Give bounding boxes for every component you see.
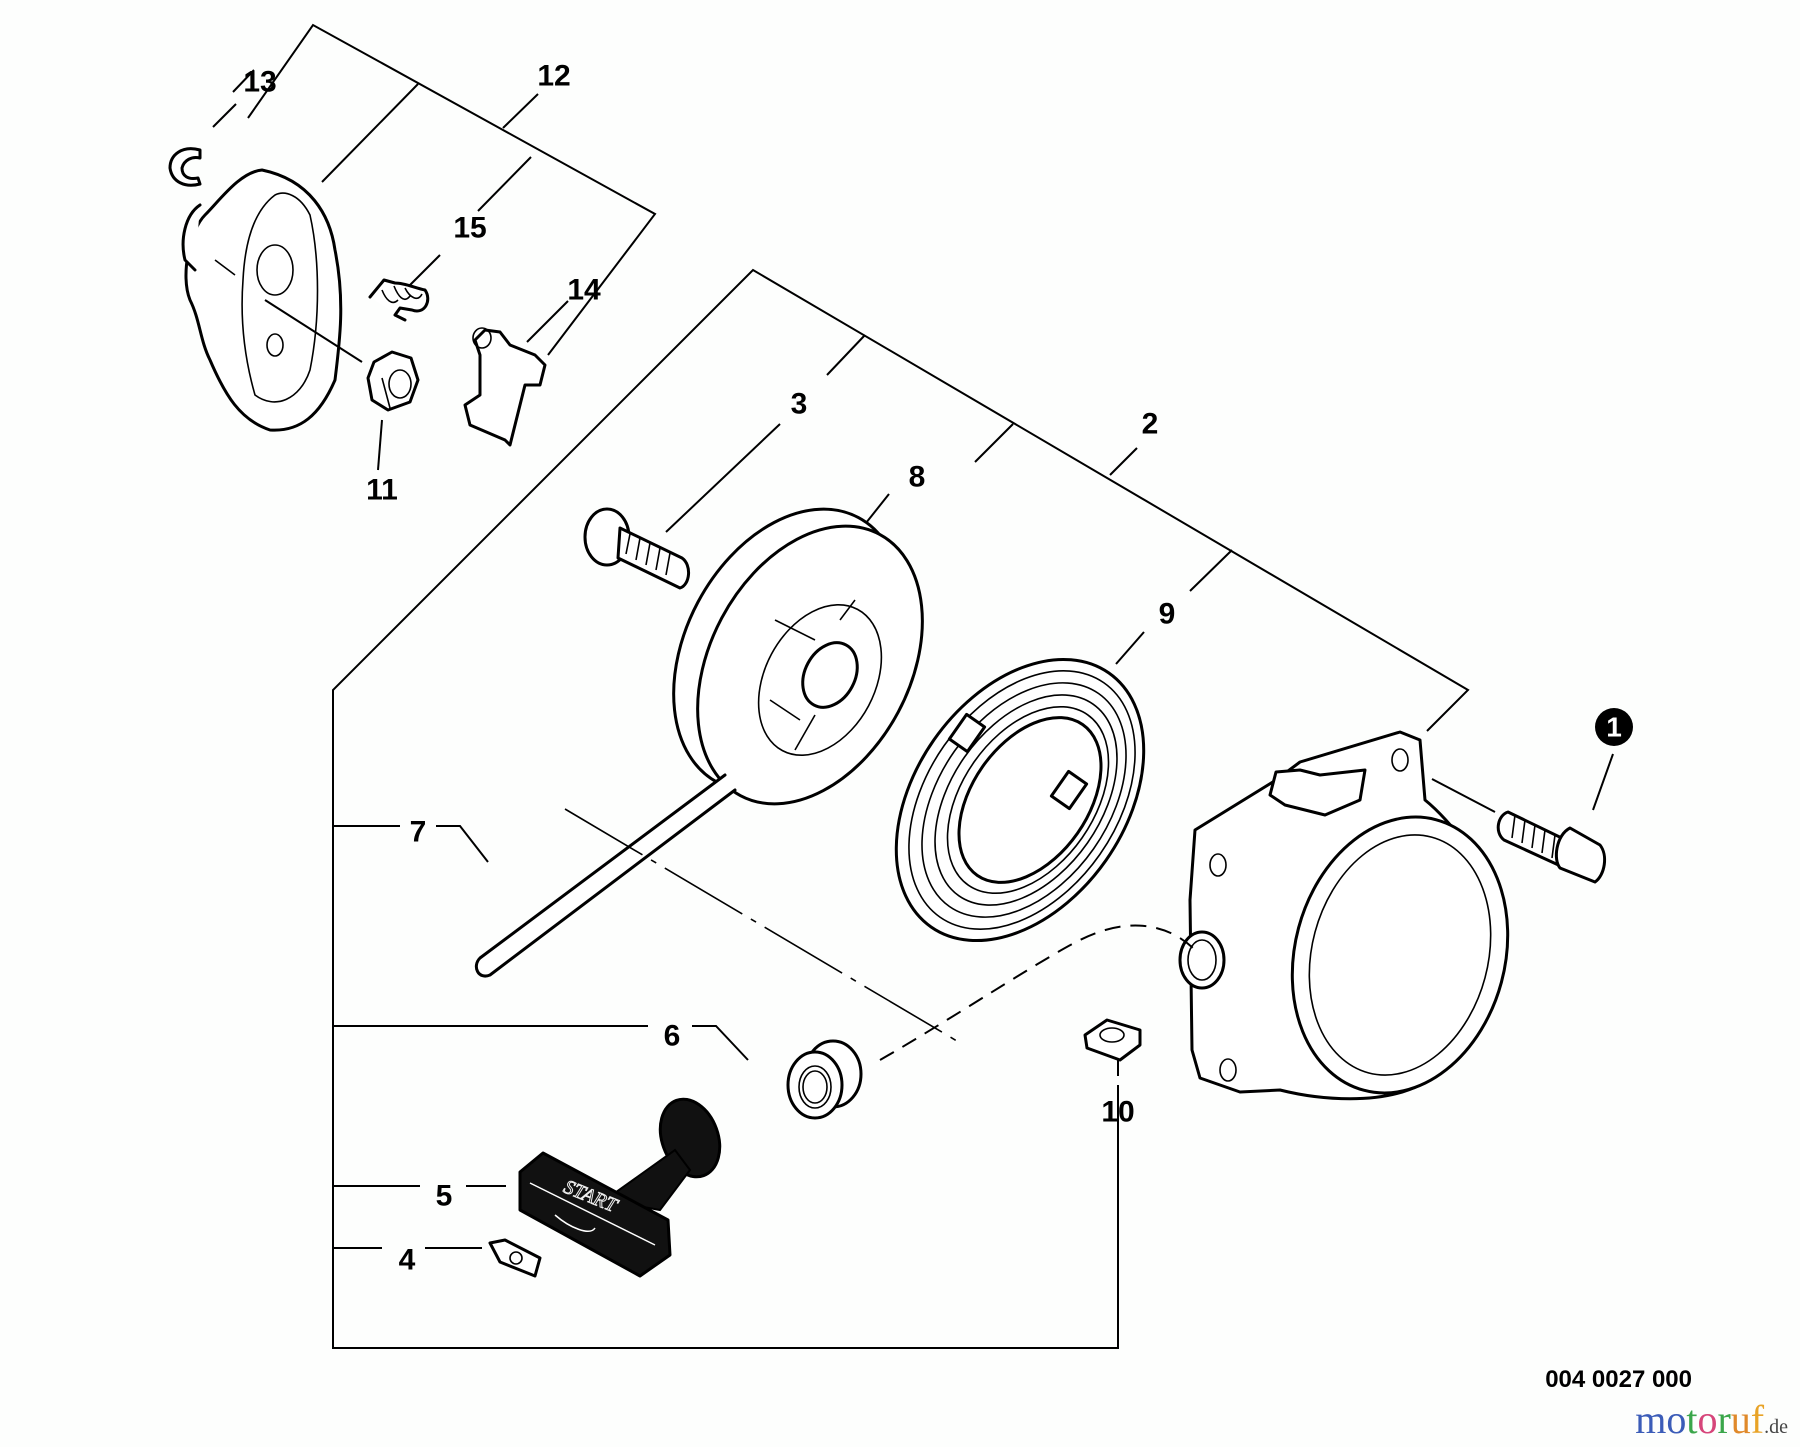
brand-letter: u xyxy=(1730,1397,1751,1442)
square-nut-part[interactable] xyxy=(1083,1018,1142,1062)
bracket-main xyxy=(332,268,1614,1349)
callout-1: 1 xyxy=(1606,712,1622,743)
brand-letter: f xyxy=(1750,1397,1765,1442)
callout-9: 9 xyxy=(1159,598,1176,631)
leader-11 xyxy=(377,419,383,471)
callout-4: 4 xyxy=(399,1244,416,1277)
spring-part[interactable] xyxy=(368,278,430,322)
e-clip-part[interactable] xyxy=(168,147,202,187)
leader-1 xyxy=(1592,753,1614,811)
callout-10: 10 xyxy=(1101,1096,1134,1129)
leader-3 xyxy=(665,423,781,533)
callout-2: 2 xyxy=(1142,408,1159,441)
leader-12 xyxy=(502,93,539,129)
callout-13: 13 xyxy=(243,66,276,99)
callout-14: 14 xyxy=(567,274,601,307)
handle-part[interactable]: START xyxy=(518,1091,730,1278)
brand-suffix: .de xyxy=(1764,1416,1788,1438)
pawl-part[interactable] xyxy=(463,327,547,447)
clip-part[interactable] xyxy=(488,1238,542,1278)
callout-11: 11 xyxy=(366,474,398,507)
brand-letter: t xyxy=(1686,1397,1698,1442)
leader-8-branch xyxy=(974,423,1014,463)
leader-9 xyxy=(1115,631,1145,665)
callout-6: 6 xyxy=(664,1020,681,1053)
brand-letter: r xyxy=(1717,1397,1731,1442)
rope-part[interactable] xyxy=(474,773,963,1045)
leader-15 xyxy=(405,254,441,290)
callout-12: 12 xyxy=(537,60,570,93)
brand-letter: m xyxy=(1635,1397,1667,1442)
bracket-12 xyxy=(212,23,657,356)
leader-6 xyxy=(692,1025,749,1061)
bolt-part[interactable] xyxy=(1496,810,1607,884)
rope-route-line xyxy=(879,924,1196,1061)
brand-letter: o xyxy=(1697,1397,1718,1442)
reel-part[interactable] xyxy=(628,470,968,843)
brand-logo: motoruf.de xyxy=(1635,1400,1788,1447)
callouts: 1 2 3 4 5 6 7 8 9 10 11 12 13 14 15 xyxy=(243,60,1633,1277)
leader-9-branch xyxy=(1189,549,1233,592)
callout-15: 15 xyxy=(453,212,486,245)
leader-3-branch xyxy=(826,334,866,376)
callout-7: 7 xyxy=(410,816,427,849)
callout-8: 8 xyxy=(909,461,926,494)
leader-15-branch xyxy=(477,156,532,212)
leader-13 xyxy=(212,103,237,128)
callout-5: 5 xyxy=(436,1180,453,1213)
leader-7 xyxy=(436,825,489,863)
recoil-spring-part[interactable] xyxy=(845,613,1195,987)
callout-3: 3 xyxy=(791,388,808,421)
leader-1-bolt xyxy=(1431,778,1496,813)
bushing-part[interactable] xyxy=(786,1039,863,1120)
leader-12-housing xyxy=(321,83,419,183)
leader-14 xyxy=(526,300,569,343)
starter-case-part[interactable] xyxy=(1178,730,1538,1117)
leader-2 xyxy=(1109,447,1138,476)
brand-letter: o xyxy=(1666,1397,1687,1442)
screw-part[interactable] xyxy=(583,507,690,590)
drawing-number: 004 0027 000 xyxy=(1545,1366,1692,1393)
callout-1-badge xyxy=(1595,708,1633,746)
ratchet-housing-part[interactable] xyxy=(181,168,363,432)
nut-part[interactable] xyxy=(366,350,420,412)
